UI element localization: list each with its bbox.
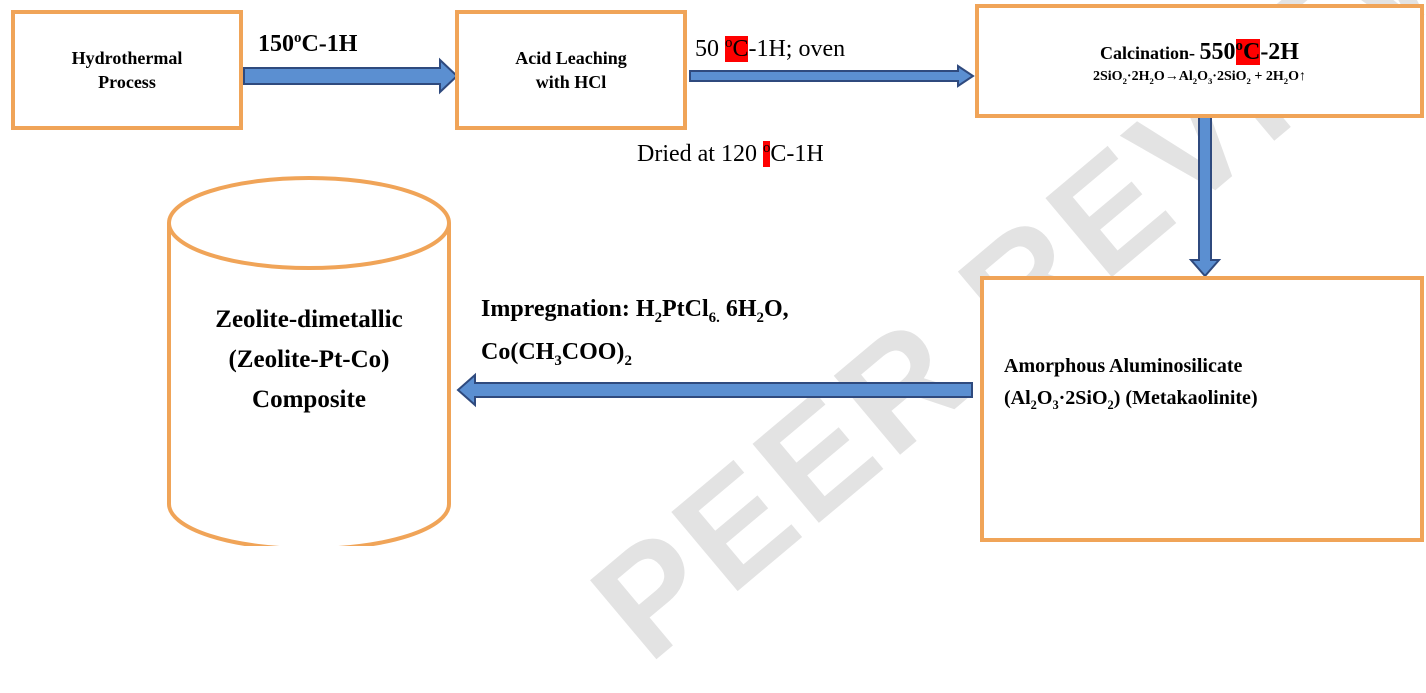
calcination-temp: 550 (1199, 38, 1236, 65)
node-composite-line3: Composite (252, 386, 366, 413)
node-acid-line2: with HCl (535, 72, 607, 92)
calcination-time: -2H (1260, 38, 1299, 65)
node-hydrothermal-line2: Process (98, 72, 156, 92)
impregnation-line1: Impregnation: H2PtCl6. 6H2O, (481, 296, 789, 326)
calcination-temp-unit: oC (1235, 37, 1261, 65)
node-calcination: Calcination- 550oC-2H 2SiO2·2H2O→Al2O3·2… (975, 4, 1424, 118)
node-acid-leaching: Acid Leaching with HCl (455, 10, 687, 130)
arrow-amorphous-to-composite (456, 372, 973, 408)
arrow-acid-to-calcination (689, 64, 975, 88)
edge-label-hydrothermal: 150oC-1H (258, 30, 358, 57)
impregnation-line2: Co(CH3COO)2 (481, 338, 632, 369)
edge-label-dried: Dried at 120 oC-1H (637, 140, 824, 167)
node-amorphous-line1: Amorphous Aluminosilicate (1004, 355, 1243, 377)
flow-arrows (167, 57, 1222, 546)
node-amorphous-aluminosilicate: Amorphous Aluminosilicate (Al2O3·2SiO2) … (980, 276, 1424, 542)
calcination-title: Calcination- (1100, 42, 1196, 63)
edge-label-acid-temp: 50 oC-1H; oven (695, 35, 846, 62)
node-amorphous-line2: (Al2O3·2SiO2) (Metakaolinite) (1004, 387, 1258, 412)
node-calcination-title-row: Calcination- 550oC-2H (1100, 32, 1299, 67)
arrow-hydrothermal-to-acid (243, 57, 459, 95)
calcination-equation: 2SiO2·2H2O→Al2O3·2SiO2 + 2H2O↑ (1093, 68, 1306, 86)
node-hydrothermal: Hydrothermal Process (11, 10, 243, 130)
edge-label-impregnation: Impregnation: H2PtCl6. 6H2O, Co(CH3COO)2 (481, 292, 789, 378)
node-hydrothermal-line1: Hydrothermal (71, 48, 183, 68)
node-composite-line1: Zeolite-dimetallic (215, 306, 403, 333)
node-acid-line1: Acid Leaching (515, 48, 627, 68)
arrow-calcination-to-amorphous (1188, 116, 1222, 278)
node-composite-line2: (Zeolite-Pt-Co) (228, 346, 390, 373)
composite-cylinder (167, 176, 451, 546)
composite-cylinder-top-rim (167, 222, 451, 270)
node-composite-text: Zeolite-dimetallic (Zeolite-Pt-Co) Compo… (169, 300, 449, 420)
